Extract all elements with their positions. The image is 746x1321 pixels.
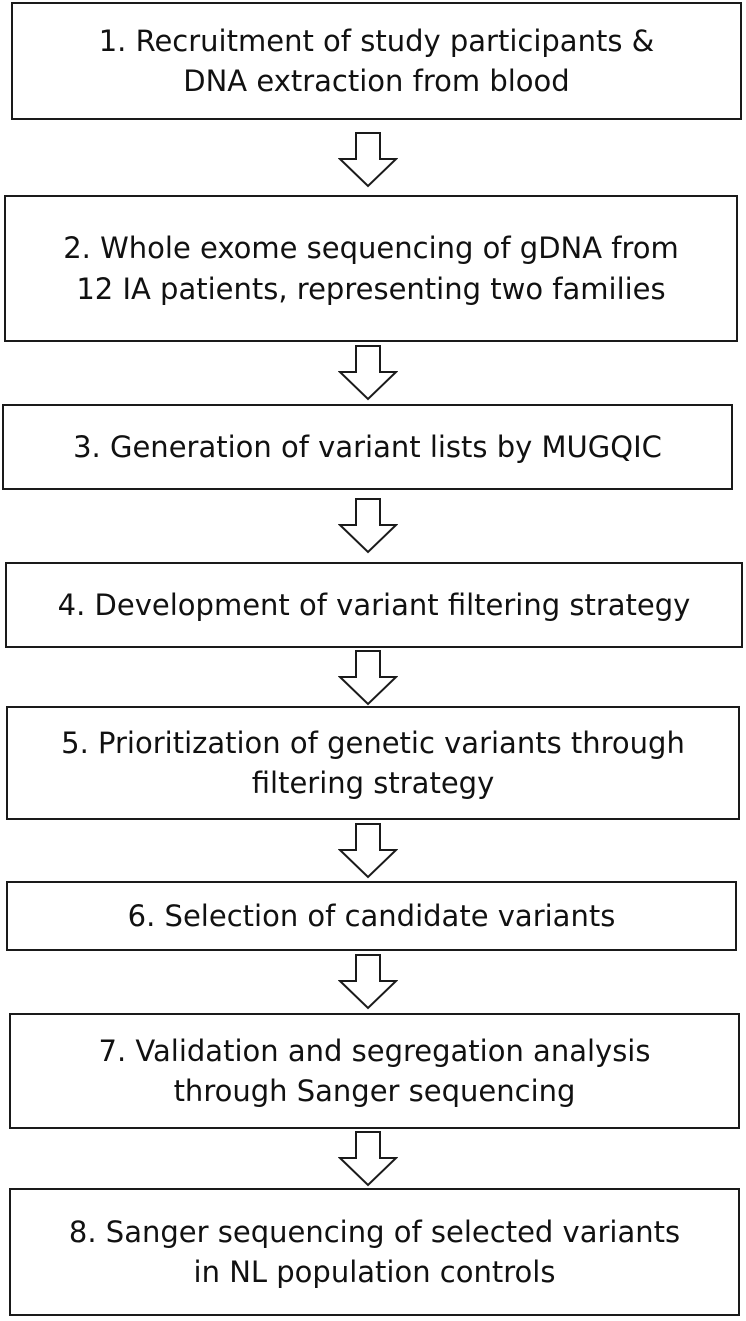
step-6-box: 6. Selection of candidate variants xyxy=(6,881,737,951)
step-2-label: 2. Whole exome sequencing of gDNA from 1… xyxy=(63,231,679,306)
down-arrow-icon xyxy=(338,650,398,706)
down-arrow-icon xyxy=(338,823,398,879)
down-arrow-icon xyxy=(338,954,398,1010)
step-5-label: 5. Prioritization of genetic variants th… xyxy=(61,725,685,800)
step-1-label: 1. Recruitment of study participants & D… xyxy=(98,23,655,98)
step-2-box: 2. Whole exome sequencing of gDNA from 1… xyxy=(4,195,738,342)
step-3-box: 3. Generation of variant lists by MUGQIC xyxy=(2,404,733,490)
down-arrow-icon xyxy=(338,132,398,188)
step-8-label: 8. Sanger sequencing of selected variant… xyxy=(68,1214,681,1289)
step-7-box: 7. Validation and segregation analysis t… xyxy=(9,1013,740,1129)
step-6-label: 6. Selection of candidate variants xyxy=(127,898,616,933)
step-7-label: 7. Validation and segregation analysis t… xyxy=(98,1033,651,1108)
step-4-box: 4. Development of variant filtering stra… xyxy=(5,562,743,648)
step-8-box: 8. Sanger sequencing of selected variant… xyxy=(9,1188,740,1316)
step-4-label: 4. Development of variant filtering stra… xyxy=(57,587,691,622)
down-arrow-icon xyxy=(338,1131,398,1187)
step-5-box: 5. Prioritization of genetic variants th… xyxy=(6,706,740,820)
step-1-box: 1. Recruitment of study participants & D… xyxy=(11,2,742,120)
step-3-label: 3. Generation of variant lists by MUGQIC xyxy=(73,429,662,464)
down-arrow-icon xyxy=(338,498,398,554)
down-arrow-icon xyxy=(338,345,398,401)
